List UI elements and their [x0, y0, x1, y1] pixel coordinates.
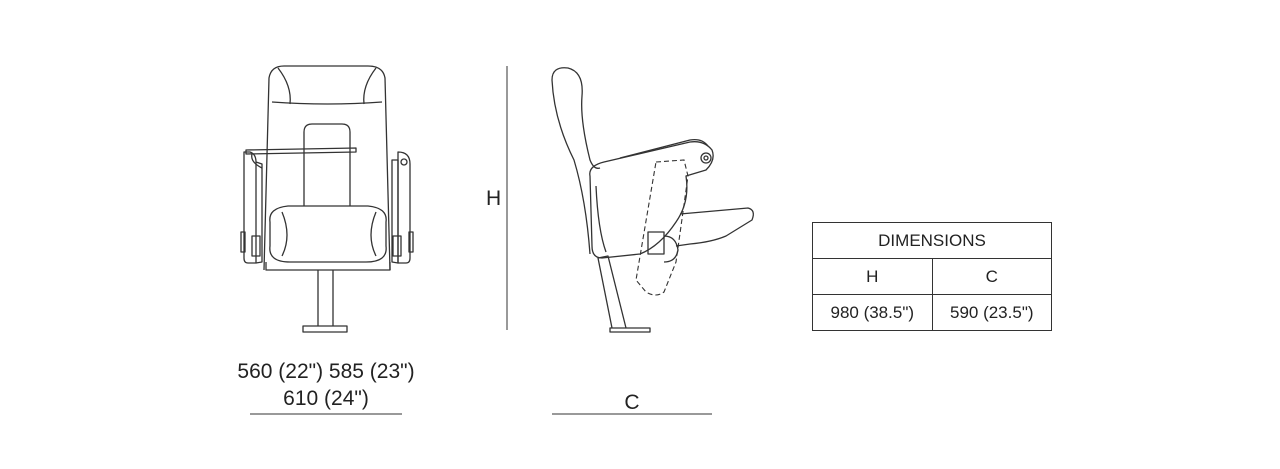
dimensions-header-row: H C — [812, 258, 1052, 295]
side-tablet-dashed — [635, 159, 689, 296]
side-backrest — [551, 67, 601, 169]
dimensions-header-h: H — [812, 258, 933, 295]
front-backrest — [263, 65, 391, 271]
side-pivot — [700, 152, 712, 164]
front-writing-tablet — [245, 147, 357, 155]
dimensions-table: DIMENSIONS H C 980 (38.5") 590 (23.5") — [812, 222, 1052, 331]
side-bracket — [647, 231, 665, 255]
dimensions-value-c: 590 (23.5") — [931, 294, 1052, 331]
side-view-seat — [551, 67, 754, 333]
dimensions-title-row: DIMENSIONS — [812, 222, 1052, 259]
side-pedestal — [597, 255, 627, 329]
front-floor-plate — [302, 325, 348, 333]
dimensions-title: DIMENSIONS — [812, 222, 1052, 259]
front-width-label-line2: 610 (24") — [283, 387, 369, 410]
side-armrest — [619, 138, 709, 159]
side-floor-plate — [609, 327, 651, 333]
front-headrest-seam — [271, 101, 383, 105]
depth-label: C — [624, 391, 640, 414]
front-view-seat — [240, 65, 414, 333]
dimensions-value-row: 980 (38.5") 590 (23.5") — [812, 294, 1052, 331]
front-width-label-line1: 560 (22") 585 (23") — [237, 360, 415, 383]
front-seat-base — [265, 262, 391, 271]
front-seat-cushion — [269, 205, 387, 263]
height-label: H — [486, 187, 502, 210]
dimensions-value-h: 980 (38.5") — [812, 294, 933, 331]
front-pedestal — [317, 270, 334, 326]
front-right-armrest — [397, 151, 411, 264]
dimensions-header-c: C — [931, 258, 1052, 295]
side-seat-shell — [589, 141, 714, 259]
side-seat-pan — [675, 207, 754, 247]
front-back-panel — [303, 123, 351, 206]
front-left-armrest — [243, 151, 257, 264]
